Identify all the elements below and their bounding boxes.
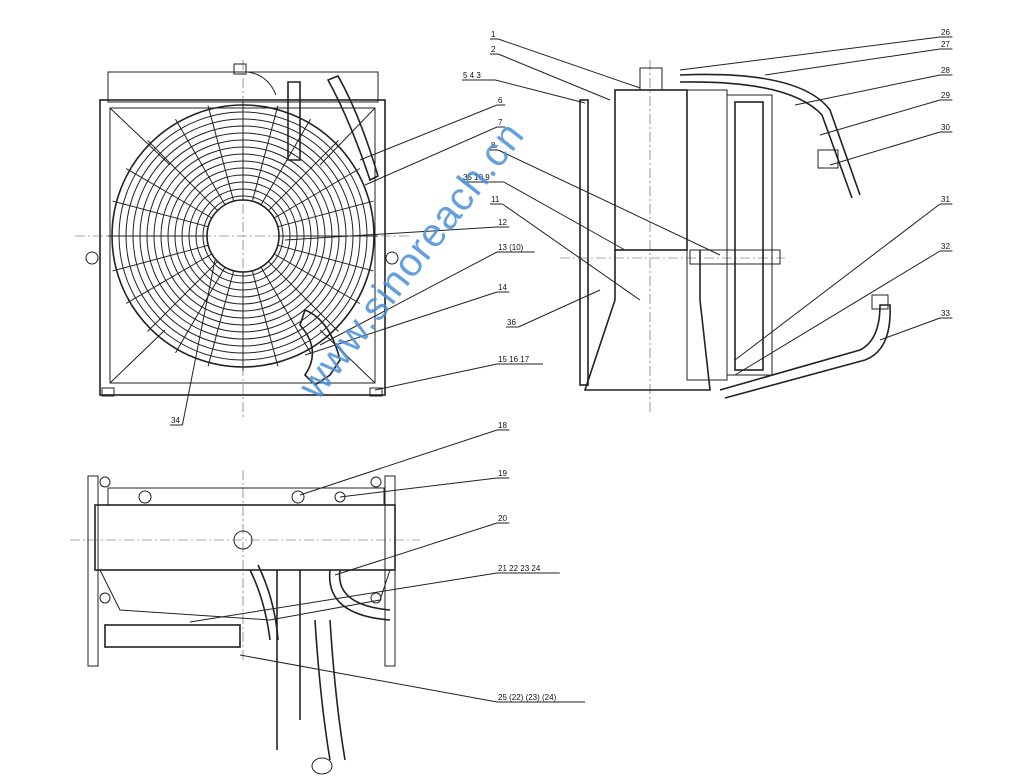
- callout-label: 31: [941, 195, 950, 204]
- callout-label: 19: [498, 469, 507, 478]
- leader-line: [334, 522, 498, 576]
- leader-line: [764, 48, 941, 76]
- callout-label: 30: [941, 123, 950, 132]
- callout: 27: [764, 40, 953, 76]
- callout-label: 34: [171, 416, 180, 425]
- leader-line: [518, 289, 601, 328]
- leader-line: [374, 363, 498, 391]
- callout: 26: [679, 28, 953, 71]
- callout: 32: [734, 242, 953, 376]
- callout-label: 5 4 3: [463, 71, 481, 80]
- callout: 28: [794, 66, 953, 106]
- leader-line: [495, 79, 586, 104]
- callout: 13 (10): [319, 243, 535, 346]
- leader-line: [304, 291, 498, 356]
- callout-label: 33: [941, 309, 950, 318]
- front-view: [75, 60, 410, 420]
- leader-line: [498, 38, 641, 89]
- leader-line: [497, 149, 721, 256]
- callout: 20: [334, 514, 510, 576]
- leader-line: [503, 181, 626, 251]
- leader-line: [299, 429, 498, 496]
- fan-guard: [108, 101, 378, 371]
- leader-line: [339, 477, 498, 498]
- callout-label: 14: [498, 283, 507, 292]
- callout-label: 27: [941, 40, 950, 49]
- leader-line: [794, 74, 941, 106]
- callout-label: 7: [498, 118, 503, 127]
- callout-label: 29: [941, 91, 950, 100]
- callout: 29: [819, 91, 953, 136]
- callout-label: 11: [491, 195, 500, 204]
- callout: 35 10 9: [462, 173, 626, 251]
- callout-label: 36: [507, 318, 516, 327]
- callout-label: 26: [941, 28, 950, 37]
- callout: 25 (22) (23) (24): [239, 654, 585, 703]
- callout: 11: [490, 195, 641, 301]
- callout-label: 21 22 23 24: [498, 564, 541, 573]
- callout-label: 12: [498, 218, 507, 227]
- callout-label: 13 (10): [498, 243, 524, 252]
- callout: 5 4 3: [462, 71, 586, 104]
- leader-line: [359, 104, 498, 161]
- leader-line: [734, 250, 941, 376]
- callout-label: 8: [491, 141, 496, 150]
- callout: 12: [284, 218, 510, 241]
- callout: 31: [734, 195, 953, 361]
- callout: 1: [490, 30, 641, 89]
- callout-label: 28: [941, 66, 950, 75]
- callout: 7: [364, 118, 506, 186]
- side-view: [560, 60, 891, 415]
- callout: 19: [339, 469, 510, 498]
- callout: 33: [879, 309, 953, 341]
- leader-line: [679, 36, 941, 71]
- leader-line: [364, 126, 498, 186]
- leader-line: [879, 317, 941, 341]
- callout: 8: [490, 141, 721, 256]
- bottom-view: [70, 470, 420, 775]
- callout-label: 32: [941, 242, 950, 251]
- callout-label: 15 16 17: [498, 355, 530, 364]
- leader-line: [829, 131, 941, 166]
- leader-line: [819, 99, 941, 136]
- callout: 21 22 23 24: [189, 564, 560, 623]
- callout-label: 35 10 9: [463, 173, 490, 182]
- leader-line: [181, 259, 216, 426]
- leader-line: [498, 53, 611, 101]
- leader-line: [239, 654, 498, 703]
- callout: 34: [170, 259, 216, 426]
- leader-line: [734, 203, 941, 361]
- leader-line: [189, 572, 498, 623]
- leader-line: [502, 203, 641, 301]
- callout: 30: [829, 123, 953, 166]
- callout: 2: [490, 45, 611, 101]
- callout: 6: [359, 96, 506, 161]
- callout-label: 25 (22) (23) (24): [498, 693, 557, 702]
- leader-line: [284, 226, 498, 241]
- callout-label: 2: [491, 45, 496, 54]
- callout-label: 1: [491, 30, 496, 39]
- callout: 14: [304, 283, 510, 356]
- callout: 36: [506, 289, 601, 328]
- callout: 15 16 17: [374, 355, 543, 391]
- leader-line: [319, 251, 498, 346]
- callout-label: 6: [498, 96, 503, 105]
- callout: 18: [299, 421, 510, 496]
- callout-label: 18: [498, 421, 507, 430]
- callout-label: 20: [498, 514, 507, 523]
